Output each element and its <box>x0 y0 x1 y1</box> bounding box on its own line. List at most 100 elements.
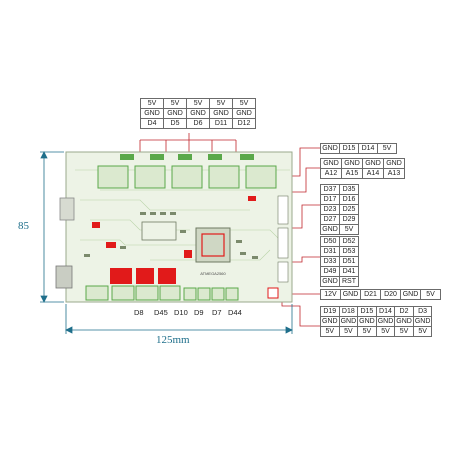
pin-label: GND <box>341 158 363 169</box>
pin-label: 5V <box>377 143 397 154</box>
stepper-sockets <box>97 165 277 189</box>
stepper-socket-3 <box>171 165 203 189</box>
pin-label: 5V <box>209 98 233 109</box>
pin-label: D19 <box>320 306 340 317</box>
pin-label: D51 <box>339 256 359 267</box>
pin-label: D2 <box>394 306 414 317</box>
width-dimension-label: 125mm <box>156 334 190 346</box>
dimension-lines <box>40 151 293 334</box>
pin-label: D23 <box>320 204 340 215</box>
right-headers <box>277 195 289 283</box>
usb-connector <box>59 197 75 221</box>
pin-label: D3 <box>412 306 433 317</box>
pin-label: D21 <box>360 289 381 300</box>
pin-label: D18 <box>338 306 359 317</box>
fuse-2 <box>106 242 116 248</box>
pin-label: D15 <box>357 306 377 317</box>
pin-label: D37 <box>320 184 340 195</box>
pin-label: 5V <box>163 98 187 109</box>
pin-label: D17 <box>320 194 340 205</box>
pin-label: A14 <box>362 168 384 179</box>
pin-label: D41 <box>339 266 359 277</box>
led-1 <box>248 196 256 201</box>
pin-label: 5V <box>140 98 164 109</box>
pin-label: A12 <box>320 168 342 179</box>
leader-t5 <box>291 288 320 295</box>
pin-label: D29 <box>339 214 359 225</box>
pin-label: GND <box>375 316 396 327</box>
pin-label: D33 <box>320 256 340 267</box>
pin-label: D6 <box>186 118 210 129</box>
pin-label: RST <box>339 276 359 287</box>
height-dimension-label: 85 <box>18 220 29 232</box>
mcu-label: ATMEGA2560 <box>200 271 226 276</box>
mcu-chip <box>195 227 231 263</box>
pin-label: GND <box>186 108 210 119</box>
pin-label: 5V <box>375 326 396 337</box>
pin-label: D14 <box>358 143 378 154</box>
leader-t6 <box>281 300 320 327</box>
pin-label: A13 <box>383 168 405 179</box>
pin-label: D35 <box>339 184 359 195</box>
pin-label: GND <box>320 143 340 154</box>
pin-label: 5V <box>420 289 441 300</box>
pin-label: D25 <box>339 204 359 215</box>
smd-parts <box>84 212 258 259</box>
bottom-pin-label: D8 <box>134 308 144 317</box>
pin-label: D20 <box>380 289 401 300</box>
pin-label: GND <box>383 158 405 169</box>
pin-label: GND <box>140 108 164 119</box>
stepper-socket-4 <box>208 165 240 189</box>
pin-label: D52 <box>339 236 359 247</box>
pin-label: 5V <box>357 326 377 337</box>
fuse-3 <box>184 250 192 258</box>
leader-t4 <box>292 256 320 263</box>
pin-label: 5V <box>412 326 433 337</box>
pin-label: D50 <box>320 236 340 247</box>
pin-label: D31 <box>320 246 340 257</box>
bottom-pin-label: D7 <box>212 308 222 317</box>
pin-label: 5V <box>338 326 359 337</box>
pin-label: D11 <box>209 118 233 129</box>
mosfet-2 <box>136 268 154 284</box>
pin-label: GND <box>320 224 340 235</box>
fuse-1 <box>92 222 100 228</box>
pin-label: GND <box>394 316 414 327</box>
pin-label: D12 <box>232 118 256 129</box>
mosfet-1 <box>110 268 132 284</box>
pin-label: D5 <box>163 118 187 129</box>
pin-label: GND <box>357 316 377 327</box>
stepper-socket-5 <box>245 165 277 189</box>
pin-label: A15 <box>341 168 363 179</box>
leader-t1 <box>292 147 320 177</box>
pin-label: 5V <box>339 224 359 235</box>
mosfet-3 <box>158 268 176 284</box>
bottom-pin-label: D45 <box>154 308 168 317</box>
pin-label: GND <box>340 289 361 300</box>
header-block <box>141 221 177 241</box>
pin-label: 5V <box>186 98 210 109</box>
pin-label: GND <box>400 289 421 300</box>
bottom-pin-label: D9 <box>194 308 204 317</box>
pin-label: D4 <box>140 118 164 129</box>
mosfets <box>92 196 256 284</box>
motor-connectors <box>120 154 254 160</box>
